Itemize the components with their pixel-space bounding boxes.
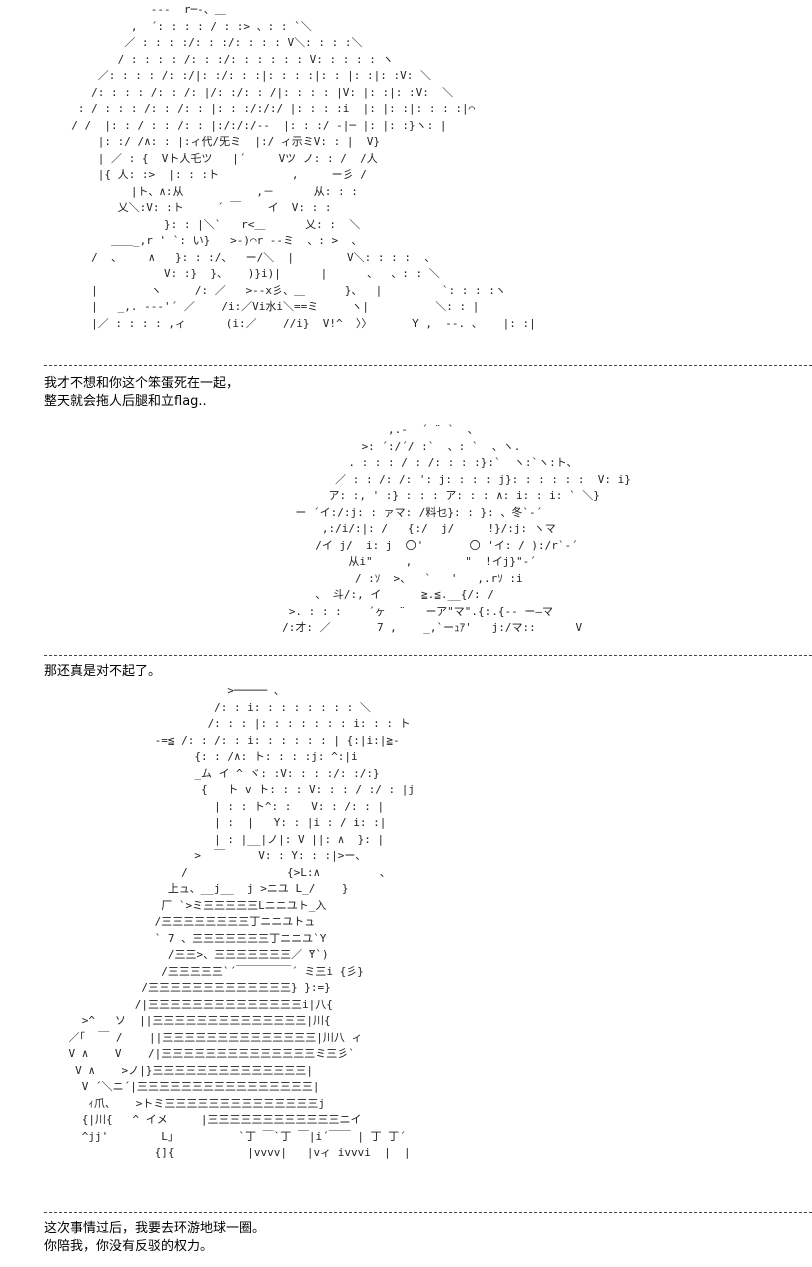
caption-line-1: 我才不想和你这个笨蛋死在一起， <box>44 376 240 391</box>
ascii-art-panel-3: >───── 、 /: : i: : : : : : : : ＼ /: : : … <box>68 684 415 1159</box>
caption-line-3: 那还真是对不起了。 <box>44 664 162 679</box>
panel-divider-2 <box>44 655 812 656</box>
panel-divider-1 <box>44 365 812 366</box>
panel-divider-3 <box>44 1212 812 1213</box>
caption-line-4: 这次事情过后，我要去环游地球一圈。 <box>44 1221 266 1236</box>
caption-line-2: 整天就会拖人后腿和立flag.. <box>44 394 207 409</box>
ascii-art-panel-1: --- r─-、＿ , ´: : : : / : :> 、: : `＼ ／ : … <box>71 3 536 330</box>
caption-line-5: 你陪我，你没有反驳的权力。 <box>44 1239 214 1254</box>
ascii-art-panel-2: ,.- ´ ¨ ` 、 >: ´:/´/ :` 、: ` 、ヽ. . : : :… <box>282 423 631 634</box>
